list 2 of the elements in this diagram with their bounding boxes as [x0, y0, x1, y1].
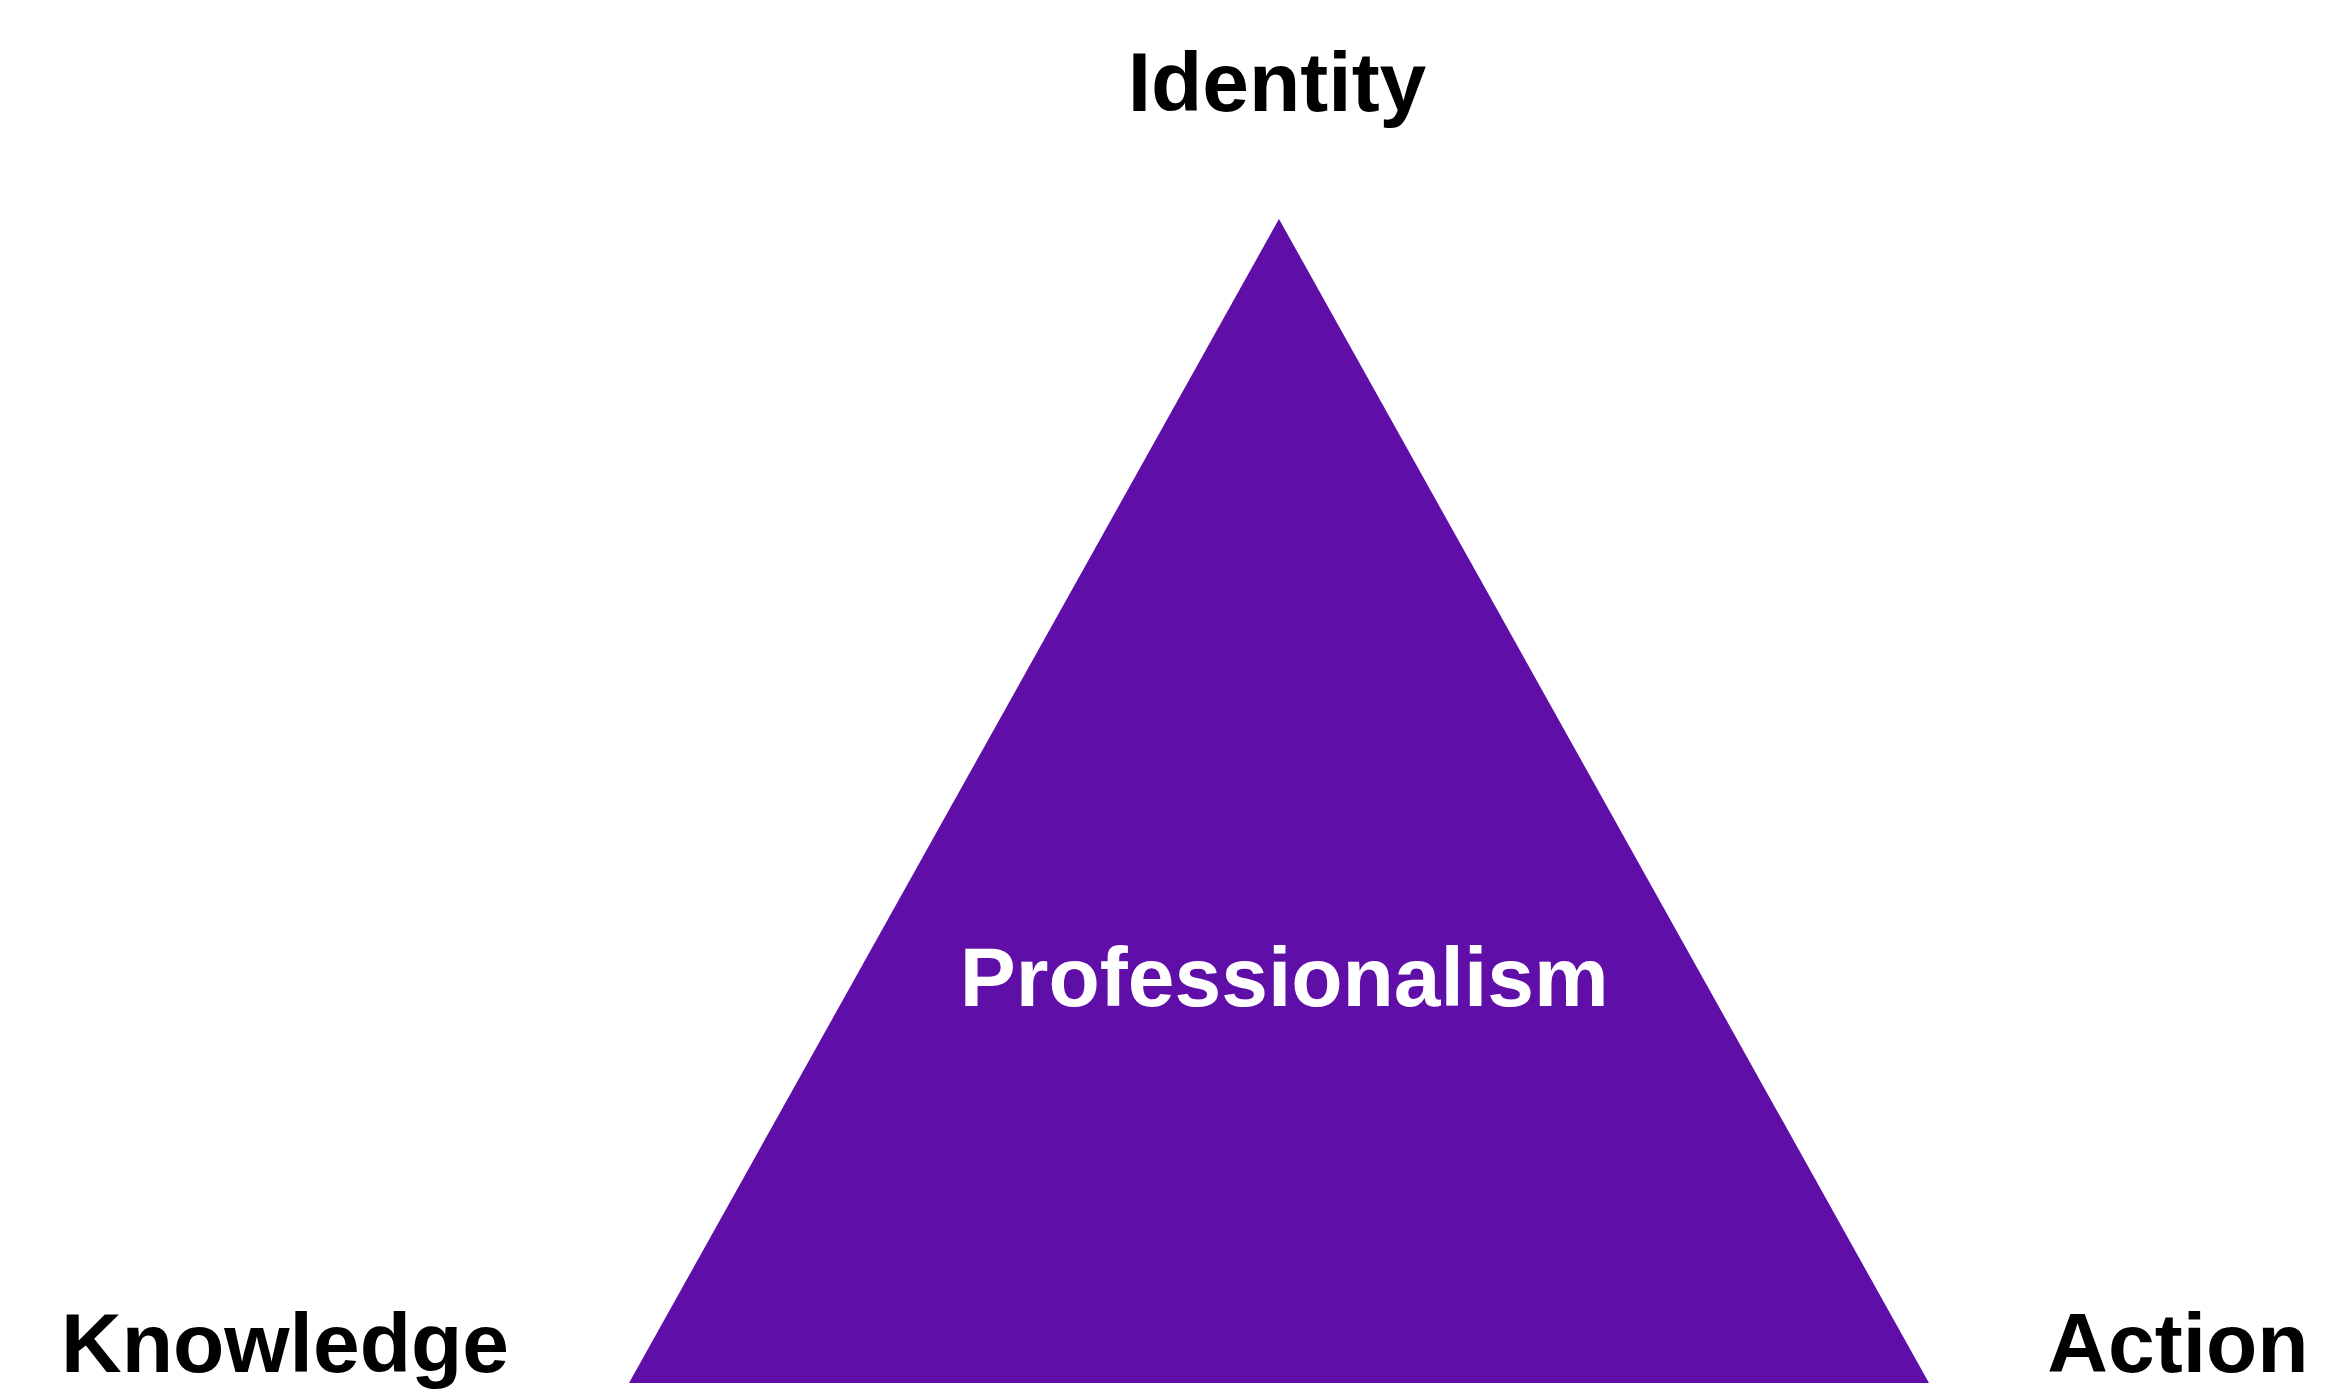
vertex-label: Action: [2047, 1301, 2309, 1385]
triangle-label: Professionalism: [959, 934, 1609, 1019]
